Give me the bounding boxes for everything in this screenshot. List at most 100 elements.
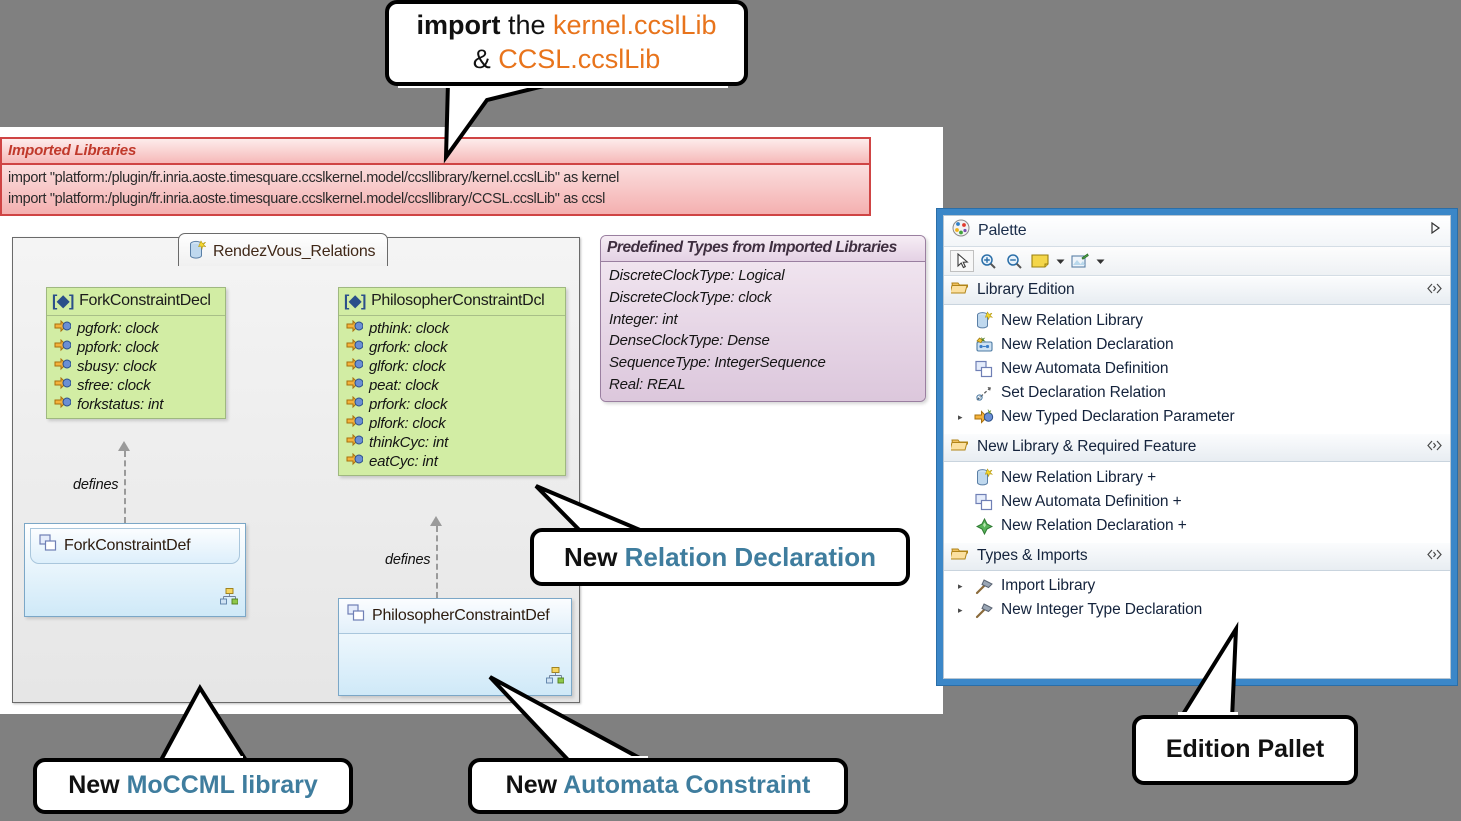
attach-note-dropdown-caret-icon[interactable] [1094,250,1106,272]
diagram-editor-canvas[interactable]: Imported Libraries import "platform:/plu… [0,127,943,714]
expander-icon[interactable]: ▸ [958,411,963,422]
palette-section-new-library-required-feature[interactable]: New Library & Required Feature [944,433,1450,462]
zoom-out-icon[interactable] [1002,250,1026,272]
callout-automata-highlight: Automata Constraint [563,771,811,800]
class-box-fork-constraint-def[interactable]: ForkConstraintDef [24,523,246,617]
zoom-in-icon[interactable] [976,250,1000,272]
predefined-type-row: DenseClockType: Dense [609,332,770,350]
imported-libraries-note[interactable]: Imported Libraries import "platform:/plu… [0,137,871,217]
palette-item-new-typed-declaration-parameter[interactable]: ▸ New Typed Declaration Parameter [944,405,1450,429]
palette-inner: Palette [943,215,1451,679]
palette-header[interactable]: Palette [944,216,1450,247]
note-icon[interactable] [1028,250,1052,272]
relation-library-icon [974,468,994,487]
open-folder-icon [949,437,970,457]
class-title-fork-constraint-decl: [◆] ForkConstraintDecl [47,288,225,316]
predefined-type-row: SequenceType: IntegerSequence [609,354,826,371]
pin-icon[interactable] [1427,281,1442,299]
palette-item-label: Set Declaration Relation [1001,384,1166,401]
callout-reldecl-prefix: New [563,541,625,572]
attribute-row: glfork: clock [339,357,565,376]
note-attachment-icon[interactable] [1068,250,1092,272]
diagram-tab-rendezvous-relations[interactable]: RendezVous_Relations [178,233,389,266]
callout-import-kernel-lib: kernel.ccslLib [552,10,717,41]
attribute-label: pgfork: clock [77,320,159,337]
attribute-row: sfree: clock [47,376,225,395]
attribute-label: sfree: clock [77,377,151,394]
class-box-philosopher-constraint-dcl[interactable]: [◆] PhilosopherConstraintDcl pthink: clo… [338,287,566,476]
palette-item-label: New Relation Library [1001,311,1143,329]
predefined-type-row: DiscreteClockType: Logical [609,267,785,284]
callout-reldecl-highlight: Relation Declaration [624,541,877,572]
pin-icon[interactable] [1427,547,1442,565]
palette-item-label: New Automata Definition [1001,360,1169,377]
attribute-row: forkstatus: int [47,395,225,414]
diagram-tab-label: RendezVous_Relations [213,243,376,260]
palette-item-new-relation-declaration-plus[interactable]: ▸ New Relation Declaration + [944,514,1450,538]
palette-item-label: New Relation Declaration [1001,336,1174,353]
palette-panel[interactable]: Palette [936,208,1458,686]
predefined-types-title: Predefined Types from Imported Libraries [601,236,925,262]
svg-text:0: 0 [978,395,981,400]
attribute-row: pthink: clock [339,319,565,338]
palette-item-new-relation-library[interactable]: ▸ New Relation Library [944,308,1450,333]
note-dropdown-caret-icon[interactable] [1054,250,1066,272]
green-diamond-icon [974,517,994,535]
palette-item-label: New Relation Library + [1001,468,1157,486]
callout-moccml-prefix: New [68,771,127,800]
attribute-label: grfork: clock [369,339,448,356]
callout-reldecl-text: New Relation Declaration [564,541,876,574]
declaration-marker-icon: [◆] [52,293,75,310]
callout-import-the: the [500,10,553,41]
callout-new-relation-declaration: New Relation Declaration [530,528,910,586]
palette-section-body-types-imports: ▸ Import Library ▸ New Integer Type Decl… [944,571,1450,626]
parameter-icon [54,395,72,413]
callout-new-moccml-library: New MoCCML library [33,758,353,814]
predefined-type-row: DiscreteClockType: clock [609,288,772,306]
chevron-right-icon[interactable] [1429,221,1442,240]
expander-icon[interactable]: ▸ [958,604,963,615]
attribute-label: pthink: clock [369,320,449,337]
palette-item-import-library[interactable]: ▸ Import Library [944,574,1450,598]
palette-section-library-edition[interactable]: Library Edition [944,276,1450,305]
parameter-icon [346,452,364,470]
attribute-row: plfork: clock [339,414,565,433]
state-machine-icon [546,667,565,689]
palette-item-label: New Typed Declaration Parameter [1001,408,1235,425]
open-folder-icon [949,546,970,566]
attribute-row: thinkCyc: int [339,433,565,452]
arrow-cursor-icon[interactable] [950,250,974,272]
predefined-types-note[interactable]: Predefined Types from Imported Libraries… [600,235,926,402]
attribute-row: peat: clock [339,376,565,395]
class-box-fork-constraint-decl[interactable]: [◆] ForkConstraintDecl pgfork: clock ppf… [46,287,226,419]
palette-item-label: New Automata Definition + [1001,493,1182,510]
class-attributes-fork: pgfork: clock ppfork: clock sbusy: clock… [47,316,225,418]
palette-section-body-library-edition: ▸ New Relation Library ▸ New Relation De… [944,305,1450,433]
callout-import-libraries: import the kernel.ccslLib & CCSL.ccslLib [385,0,748,86]
parameter-icon [346,414,364,432]
expander-icon[interactable]: ▸ [958,580,963,591]
pin-icon[interactable] [1427,438,1442,456]
parameter-icon [54,338,72,356]
palette-toolbar[interactable] [944,247,1450,276]
predefined-types-body: DiscreteClockType: Logical DiscreteClock… [601,262,925,401]
palette-item-new-relation-library-plus[interactable]: ▸ New Relation Library + [944,465,1450,490]
predefined-type-row: Real: REAL [609,375,686,393]
palette-item-set-declaration-relation[interactable]: ▸ 0 Set Declaration Relation [944,381,1450,405]
palette-item-new-automata-definition[interactable]: ▸ New Automata Definition [944,357,1450,381]
callout-import-amp: & [472,44,499,74]
palette-section-title: Types & Imports [977,547,1088,564]
attribute-label: ppfork: clock [77,339,159,356]
import-statement-kernel: import "platform:/plugin/fr.inria.aoste.… [8,170,619,186]
attribute-row: sbusy: clock [47,357,225,376]
palette-item-new-relation-declaration[interactable]: ▸ New Relation Declaration [944,333,1450,357]
automata-definition-icon [974,493,994,511]
class-box-philosopher-constraint-def[interactable]: PhilosopherConstraintDef [338,598,572,696]
relation-library-icon [189,239,207,265]
imported-libraries-title: Imported Libraries [2,139,869,165]
palette-item-label: Import Library [1001,577,1096,594]
relation-declaration-icon [974,336,994,354]
palette-section-types-imports[interactable]: Types & Imports [944,542,1450,571]
palette-item-new-automata-definition-plus[interactable]: ▸ New Automata Definition + [944,490,1450,514]
palette-item-new-integer-type-declaration[interactable]: ▸ New Integer Type Declaration [944,598,1450,622]
